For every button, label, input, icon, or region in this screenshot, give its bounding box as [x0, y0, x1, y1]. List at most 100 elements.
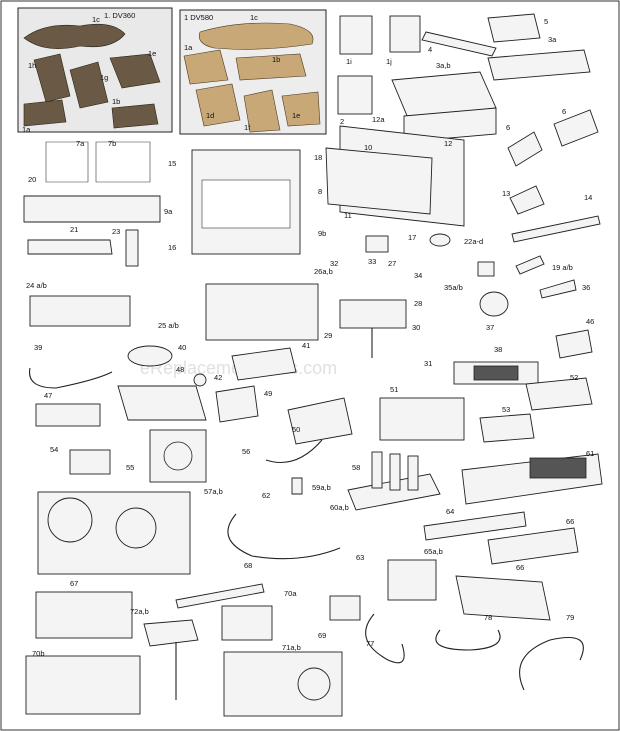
label-5: 5: [544, 17, 548, 26]
block-53: [479, 413, 535, 443]
part-59: [291, 477, 303, 495]
log-set-dv580-title: 1 DV580: [184, 13, 213, 22]
label-17: 17: [408, 233, 416, 242]
assembly-21: [27, 239, 113, 255]
label-16: 16: [168, 243, 176, 252]
label-4: 4: [428, 45, 432, 54]
label-40: 40: [178, 343, 186, 352]
cover-66b: [455, 575, 551, 621]
cable-78: [435, 629, 501, 651]
label-24ab: 24 a/b: [26, 281, 47, 290]
label-1b-580: 1b: [272, 55, 280, 64]
parts-39-42: 39 40 41 42: [28, 341, 310, 389]
bag-1i: [339, 15, 373, 55]
label-10: 10: [364, 143, 372, 152]
label-7a: 7a: [76, 139, 85, 148]
label-70a: 70a: [284, 589, 297, 598]
label-14: 14: [584, 193, 592, 202]
label-69: 69: [318, 631, 326, 640]
sensor-19: [515, 255, 545, 275]
cords-77-79: 77 78 79: [365, 613, 584, 691]
label-35ab: 35a/b: [444, 283, 463, 292]
label-6b: 6: [562, 107, 566, 116]
label-57ab: 57a,b: [204, 487, 223, 496]
board-70b: [25, 655, 141, 715]
label-1h: 1h: [28, 61, 36, 70]
label-61: 61: [586, 449, 594, 458]
remote-display: [529, 457, 587, 479]
label-70b: 70b: [32, 649, 45, 658]
plate-52: [525, 377, 593, 411]
label-23: 23: [112, 227, 120, 236]
label-68: 68: [244, 561, 252, 570]
power-cord-79: [519, 636, 584, 691]
panel-7b: [95, 141, 151, 183]
label-78: 78: [484, 613, 492, 622]
label-1e-580: 1e: [292, 111, 300, 120]
parts-67-68: 67 68: [35, 561, 265, 639]
label-37: 37: [486, 323, 494, 332]
label-47: 47: [44, 391, 52, 400]
label-20: 20: [28, 175, 36, 184]
label-62: 62: [262, 491, 270, 500]
label-56: 56: [242, 447, 250, 456]
label-28: 28: [414, 299, 422, 308]
pilot-bracket-26: [339, 299, 407, 329]
label-1d-580: 1d: [206, 111, 214, 120]
label-71ab: 71a,b: [282, 643, 301, 652]
ember-block-5: [487, 13, 541, 43]
label-48: 48: [176, 365, 184, 374]
pilot-6b: [553, 109, 599, 147]
part-35: [477, 261, 495, 277]
module-65: [387, 559, 437, 601]
brick-panel-8: [201, 179, 291, 229]
label-7b: 7b: [108, 139, 116, 148]
harness-77: [365, 613, 405, 664]
gas-valve-25: [205, 283, 319, 341]
burner-tray-3a: [487, 49, 591, 81]
refractory-panels: 7a 7b 20: [23, 139, 161, 223]
label-1g: 1g: [100, 73, 108, 82]
bag-2: [337, 75, 373, 115]
label-42: 42: [214, 373, 222, 382]
parts-38-46: 38 46: [453, 317, 594, 385]
label-2: 2: [340, 117, 344, 126]
label-19ab: 19 a/b: [552, 263, 573, 272]
label-30: 30: [412, 323, 420, 332]
fan-54: [69, 449, 111, 475]
label-32: 32: [330, 259, 338, 268]
label-52: 52: [570, 373, 578, 382]
label-59ab: 59a,b: [312, 483, 331, 492]
pilot-post-b: [389, 453, 401, 491]
valve-bracket-24: [29, 295, 131, 327]
label-21: 21: [70, 225, 78, 234]
label-72ab: 72a,b: [130, 607, 149, 616]
label-33: 33: [368, 257, 376, 266]
log-1b: [111, 103, 159, 129]
blower-57: 57a,b: [37, 487, 223, 575]
label-1f-580: 1f: [244, 123, 251, 132]
burner-head-58-63: 58 60a,b 63 59a,b: [291, 451, 441, 562]
label-64: 64: [446, 507, 454, 516]
label-12: 12: [444, 139, 452, 148]
module-70a: [221, 605, 273, 641]
log-1h: [33, 53, 71, 103]
pilot-post-a: [371, 451, 383, 489]
label-41: 41: [302, 341, 310, 350]
log-1e: [109, 53, 161, 89]
harness-62: [227, 513, 341, 560]
grate-20: [23, 195, 161, 223]
label-63: 63: [356, 553, 364, 562]
label-1c: 1c: [92, 15, 100, 24]
parts-64-66: 64 66 65a,b 66: [387, 507, 579, 621]
parts-47-53: 47 48 49 50 51 52 53: [35, 365, 593, 445]
gasket-55-hole: [163, 441, 193, 471]
gasket-67: [35, 591, 133, 639]
plate-51: [379, 397, 465, 441]
label-1a: 1a: [22, 125, 31, 134]
label-60ab: 60a,b: [330, 503, 349, 512]
hardware-bags: 1i 1j 2: [337, 15, 421, 126]
wire-harness-62: 62: [227, 491, 341, 560]
label-1b: 1b: [112, 97, 120, 106]
firebox: 15 18 8 9a 9b 16: [164, 149, 326, 255]
